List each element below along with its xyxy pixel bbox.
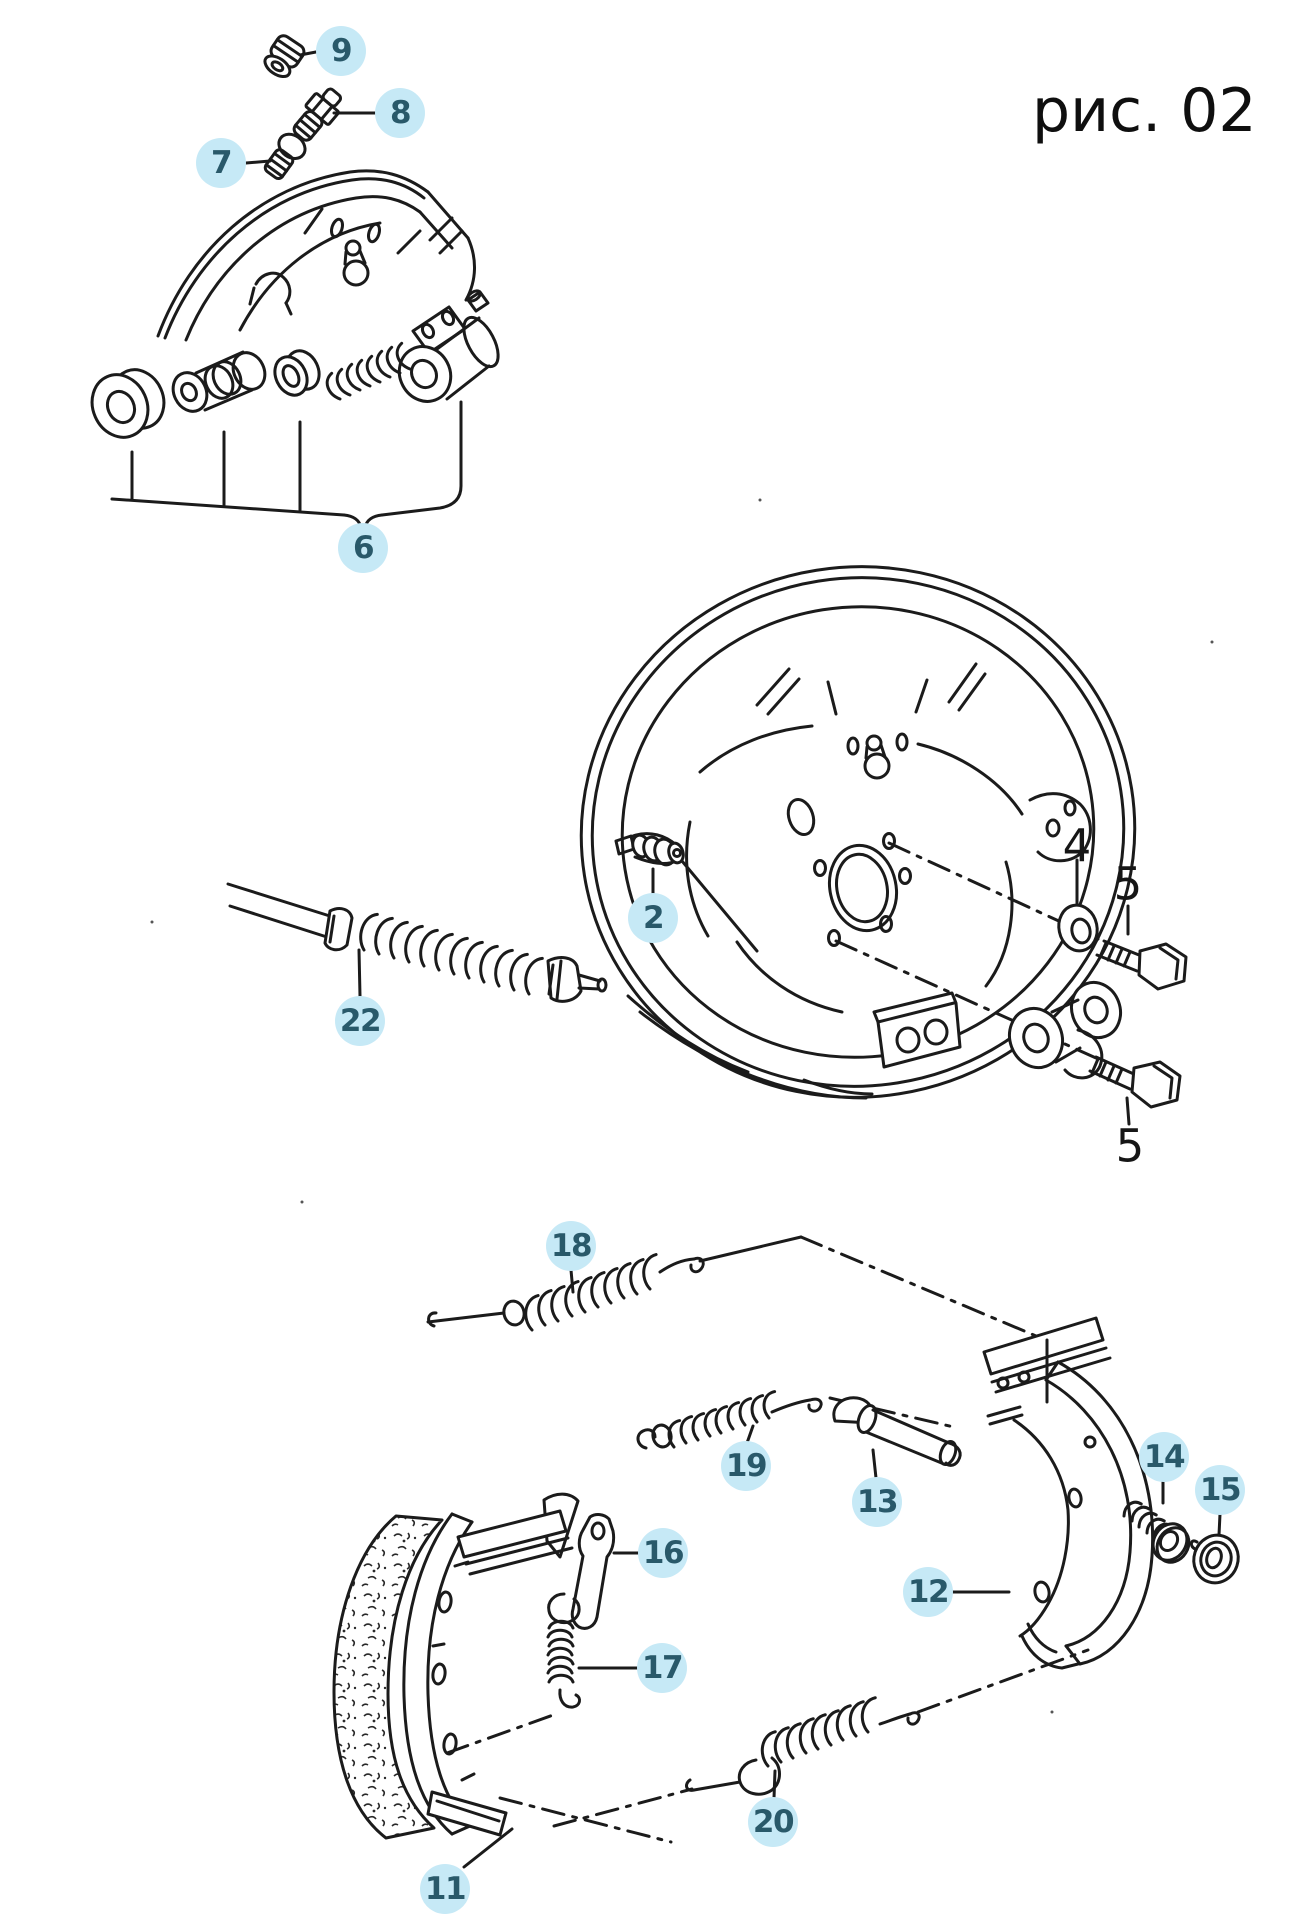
callout-14-badge[interactable]: 14 (1139, 1432, 1189, 1482)
callout-20-badge[interactable]: 20 (748, 1797, 798, 1847)
backing-plate-drawing (579, 565, 1137, 1100)
retainer-cup-part15-drawing (1189, 1533, 1240, 1585)
callout-12-badge[interactable]: 12 (903, 1567, 953, 1617)
backing-plate-top-arc-drawing (156, 169, 476, 342)
cylinder-spring (322, 341, 412, 403)
brake-lining-textured (332, 1514, 444, 1840)
scan-specks (150, 498, 1214, 1714)
callout-6-badge[interactable]: 6 (338, 523, 388, 573)
callout-5-upper-label: 5 (1113, 857, 1143, 911)
alignment-guide-lines (445, 1235, 1090, 1844)
spring-part17-drawing (546, 1592, 582, 1709)
callout-11-badge[interactable]: 11 (420, 1864, 470, 1914)
callout-4-label: 4 (1062, 819, 1092, 873)
adjusting-wedge-part16-drawing (570, 1513, 616, 1630)
kit-bracket (110, 400, 463, 529)
wheel-cylinder-repair-kit-drawing (90, 289, 500, 529)
return-spring-part18-drawing (426, 1251, 705, 1332)
callout-5-lower-label: 5 (1115, 1119, 1145, 1173)
callout-17-badge[interactable]: 17 (637, 1643, 687, 1693)
brake-shoe-left-part11-drawing (332, 1492, 580, 1840)
callout-13-badge[interactable]: 13 (852, 1477, 902, 1527)
lower-return-spring-part20-drawing (685, 1694, 921, 1796)
bolt-fitting-part7-drawing (263, 132, 307, 181)
handbrake-cable-part22-drawing (226, 882, 608, 1003)
callout-2-badge[interactable]: 2 (628, 893, 678, 943)
callout-9-badge[interactable]: 9 (316, 26, 366, 76)
callout-16-badge[interactable]: 16 (638, 1528, 688, 1578)
callout-leader-lines (244, 50, 1222, 1869)
bleeder-screw-cap-drawing (263, 34, 306, 79)
figure-label: рис. 02 (1032, 76, 1257, 146)
pin-part13-drawing (832, 1396, 962, 1467)
spring-part19-drawing (636, 1388, 823, 1450)
callout-22-badge[interactable]: 22 (335, 996, 385, 1046)
callout-18-badge[interactable]: 18 (546, 1221, 596, 1271)
bleeder-valve-drawing (292, 87, 342, 142)
fitting-part2-drawing (614, 832, 685, 867)
brake-shoe-right-part12-drawing (982, 1316, 1155, 1670)
callout-19-badge[interactable]: 19 (721, 1441, 771, 1491)
washer-and-bolts-drawing (834, 841, 1188, 1109)
callout-15-badge[interactable]: 15 (1195, 1465, 1245, 1515)
callout-8-badge[interactable]: 8 (375, 88, 425, 138)
holddown-spring-part14-drawing (1118, 1497, 1191, 1564)
callout-7-badge[interactable]: 7 (196, 138, 246, 188)
